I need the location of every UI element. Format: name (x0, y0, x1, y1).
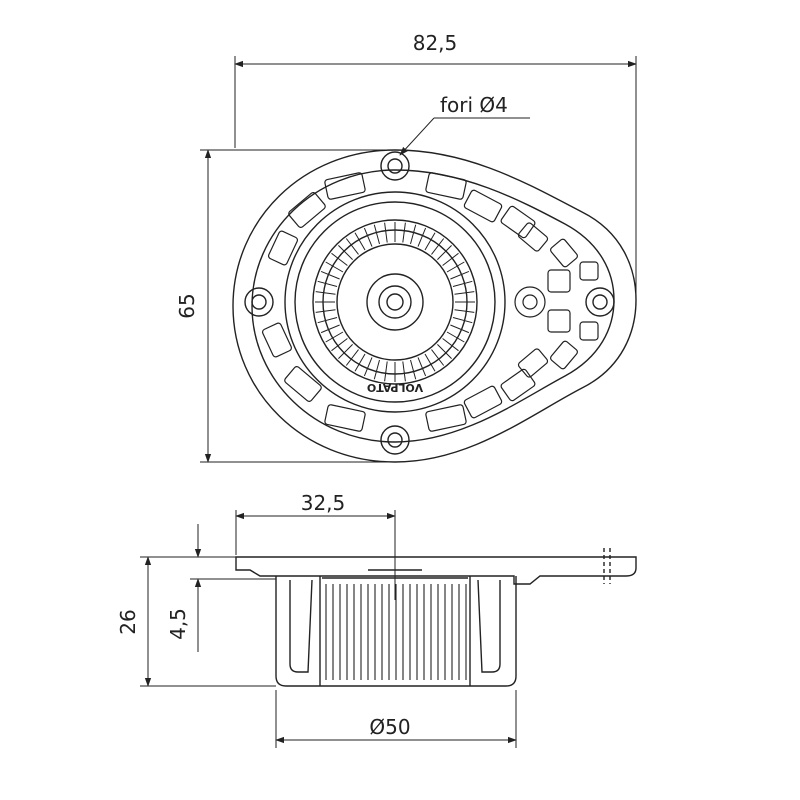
side-flange (235, 556, 637, 585)
hub-tooth (363, 357, 373, 377)
hub-tooth (446, 261, 465, 273)
side-teeth (325, 584, 467, 680)
top-view (232, 149, 637, 463)
hub-tooth (373, 359, 380, 380)
total-height-label: 65 (175, 293, 199, 318)
hub-tooth (354, 232, 366, 251)
dimension-lines-top (200, 56, 637, 463)
hub-teeth (315, 222, 475, 382)
hub-tooth (338, 245, 353, 260)
hub-tooth (452, 280, 473, 287)
hub-bore-mid (378, 285, 412, 319)
hub-tooth (354, 353, 366, 372)
hub-tooth (325, 331, 344, 343)
hub-tooth (384, 361, 388, 382)
hub-tooth (402, 361, 406, 382)
hub-tooth (431, 349, 445, 366)
hub-tooth (450, 270, 470, 280)
rib-zone-outline (251, 169, 615, 443)
side-body-inner (289, 579, 313, 673)
hub-tooth (437, 245, 452, 260)
brand-mark: VOLPATO (367, 381, 423, 394)
body-diameter-label: Ø50 (369, 715, 410, 739)
hub-tooth (325, 261, 344, 273)
total-width-label: 82,5 (413, 31, 458, 55)
overall-height-label: 26 (116, 609, 140, 634)
hub-tooth (317, 317, 338, 324)
hub-tooth (345, 349, 359, 366)
hub-tooth (320, 270, 340, 280)
mounting-hole-top (380, 151, 410, 181)
hub-tooth (431, 238, 445, 255)
hub-tooth (363, 227, 373, 247)
hub-tooth (424, 232, 436, 251)
hub-tooth (454, 309, 475, 313)
hub-tooth (417, 357, 427, 377)
hub-outer-ring (284, 191, 506, 413)
hub-tooth (424, 353, 436, 372)
side-view (235, 548, 637, 687)
hub-tooth (317, 280, 338, 287)
hub-tooth (437, 344, 452, 359)
hub-tooth (446, 331, 465, 343)
hub-tooth (331, 252, 348, 266)
side-body (275, 576, 517, 687)
hub-tooth (442, 338, 459, 352)
side-body-inner-r (477, 579, 501, 673)
hub-tooth (373, 224, 380, 245)
hub-tooth (345, 238, 359, 255)
center-offset-label: 32,5 (301, 491, 346, 515)
flange-outline (232, 149, 637, 463)
mounting-hole-bottom (380, 425, 410, 455)
hub-tooth (454, 291, 475, 295)
hub-tooth (442, 252, 459, 266)
rib-cells (261, 172, 599, 432)
hub-tooth (410, 359, 417, 380)
hub-tooth (315, 309, 336, 313)
hub-bore-outer (366, 273, 424, 331)
hub-ring-2 (294, 201, 496, 403)
hub-tooth (417, 227, 427, 247)
hub-tooth (384, 222, 388, 243)
dimension-lines-side (140, 510, 517, 748)
hub-tooth (402, 222, 406, 243)
hub-bore-inner (386, 293, 404, 311)
hub-tooth (320, 324, 340, 334)
hub-tooth (315, 291, 336, 295)
mounting-hole-right (585, 287, 615, 317)
hub-tooth (331, 338, 348, 352)
flange-thickness-label: 4,5 (166, 608, 190, 640)
hub-ring-5 (336, 243, 454, 361)
hub-tooth (452, 317, 473, 324)
hub-tooth (410, 224, 417, 245)
hub-tooth (338, 344, 353, 359)
mounting-hole-left (244, 287, 274, 317)
hub-ring-3 (312, 219, 478, 385)
hole-diameter-label: fori Ø4 (440, 93, 508, 117)
hub-tooth (450, 324, 470, 334)
